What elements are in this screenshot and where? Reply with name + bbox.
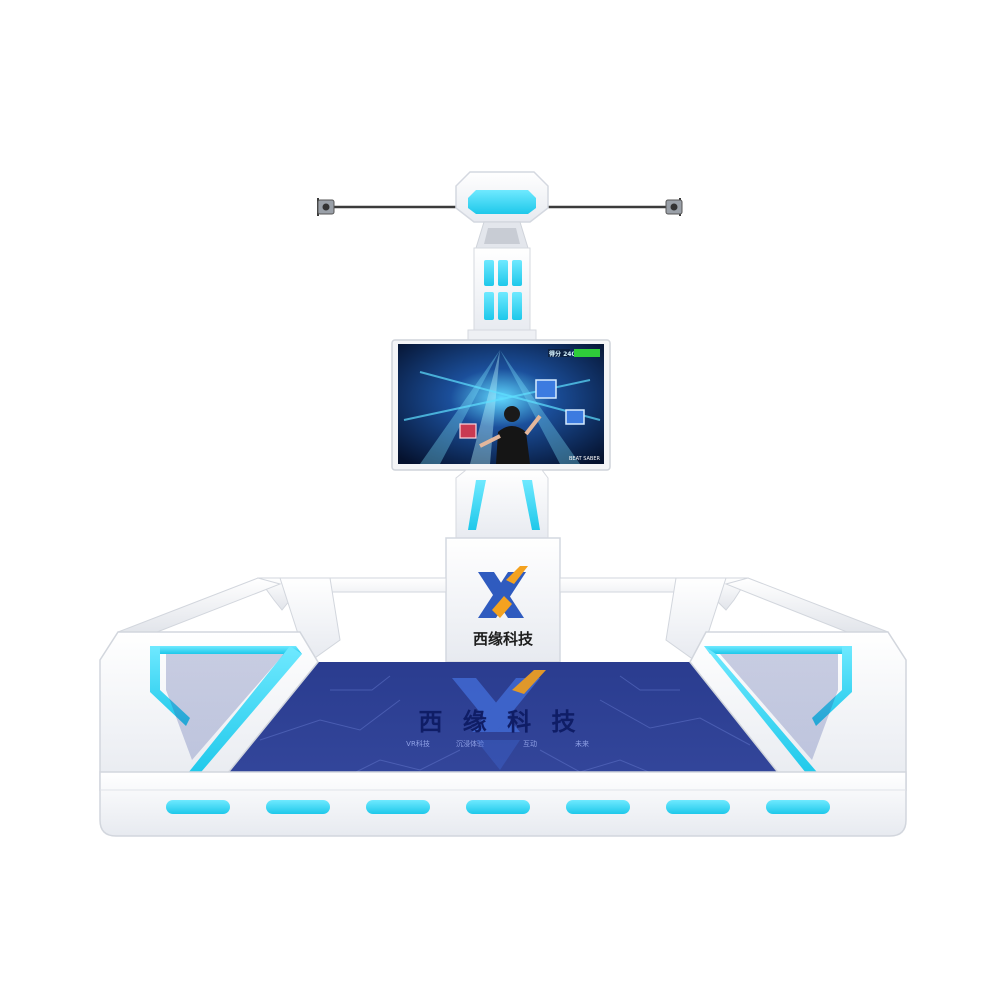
screen-caption: BEAT SABER [569,456,601,462]
game-block [459,423,477,439]
floor-tagline-item: 未来 [575,739,589,748]
logo-x-icon [478,566,528,618]
floor-tagline-item: 互动 [523,739,537,748]
game-block [565,409,585,425]
front-led-strip [166,800,830,814]
platform-floor: 西 缘 科 技 VR科技 沉浸体验 互动 未来 [214,662,792,790]
game-block [535,379,557,399]
back-railing [257,577,749,661]
display-monitor: 得分 240 BEAT SABER [391,339,611,471]
floor-brand-name: 西 缘 科 技 [418,708,581,736]
brand-name: 西缘科技 [473,630,534,648]
hud-score: 得分 240 [548,350,576,358]
front-base [99,771,907,837]
floor-logo-x-icon [452,670,546,732]
floor-tagline-item: VR科技 [406,739,430,748]
tower-head [455,171,549,249]
floor-tagline-item: 沉浸体验 [456,739,484,748]
camera-icon [317,199,335,215]
camera-icon [665,199,683,215]
right-railing [689,577,907,791]
upper-column [467,247,537,345]
left-railing [99,577,319,791]
player-figure [479,406,542,464]
